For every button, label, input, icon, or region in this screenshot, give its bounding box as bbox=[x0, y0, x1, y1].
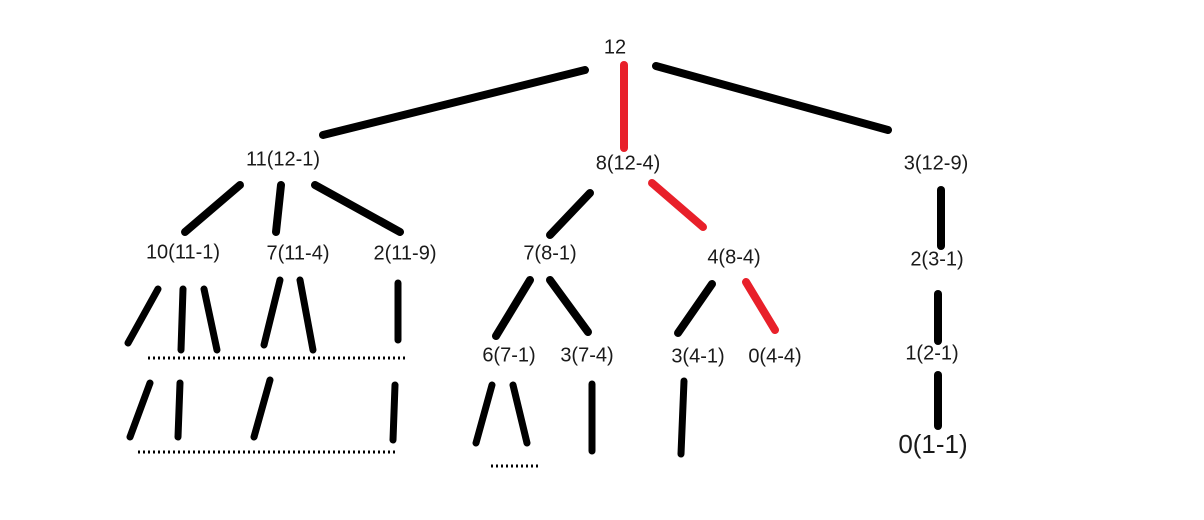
node-a3: 3(12-9) bbox=[904, 152, 968, 174]
edge-a2-b4 bbox=[546, 189, 594, 239]
edge-a2-b5-highlight bbox=[648, 179, 707, 231]
node-b6: 2(3-1) bbox=[910, 248, 963, 270]
edge-b4-c2 bbox=[546, 276, 592, 336]
node-c3: 3(4-1) bbox=[671, 345, 724, 367]
stub-b1-3 bbox=[200, 285, 221, 354]
node-b3: 2(11-9) bbox=[374, 242, 437, 264]
edge-b5-c3 bbox=[674, 280, 716, 337]
edge-a1-b1 bbox=[181, 181, 244, 236]
stub-lower-2 bbox=[174, 379, 184, 441]
edge-b5-c4-highlight bbox=[742, 278, 779, 334]
node-a1: 11(12-1) bbox=[246, 148, 320, 170]
stub-b1-2 bbox=[177, 285, 187, 354]
stub-b2-1 bbox=[260, 276, 284, 349]
edge-b4-c1 bbox=[492, 276, 534, 340]
node-c5: 1(2-1) bbox=[905, 342, 958, 364]
stub-lower-1 bbox=[126, 379, 154, 441]
stub-c3-1 bbox=[677, 377, 688, 458]
stub-b1-1 bbox=[124, 285, 162, 347]
node-c2: 3(7-4) bbox=[560, 344, 613, 366]
node-a2: 8(12-4) bbox=[596, 152, 660, 174]
stub-c1-2 bbox=[509, 381, 531, 447]
edge-root-a1 bbox=[319, 66, 589, 139]
edge-a1-b2 bbox=[272, 181, 285, 236]
stub-lower-4 bbox=[389, 381, 399, 444]
node-root: 12 bbox=[604, 36, 626, 58]
node-c1: 6(7-1) bbox=[482, 344, 535, 366]
node-b1: 10(11-1) bbox=[146, 241, 220, 263]
node-c4: 0(4-4) bbox=[748, 345, 801, 367]
stub-b2-2 bbox=[296, 276, 317, 354]
stub-lower-3 bbox=[250, 376, 274, 441]
node-b4: 7(8-1) bbox=[523, 242, 576, 264]
edge-root-a3 bbox=[652, 62, 892, 134]
node-d1: 0(1-1) bbox=[898, 429, 967, 459]
edge-a1-b3 bbox=[311, 181, 404, 236]
node-b5: 4(8-4) bbox=[707, 246, 760, 268]
node-b2: 7(11-4) bbox=[267, 242, 330, 264]
stub-c1-1 bbox=[472, 381, 496, 447]
